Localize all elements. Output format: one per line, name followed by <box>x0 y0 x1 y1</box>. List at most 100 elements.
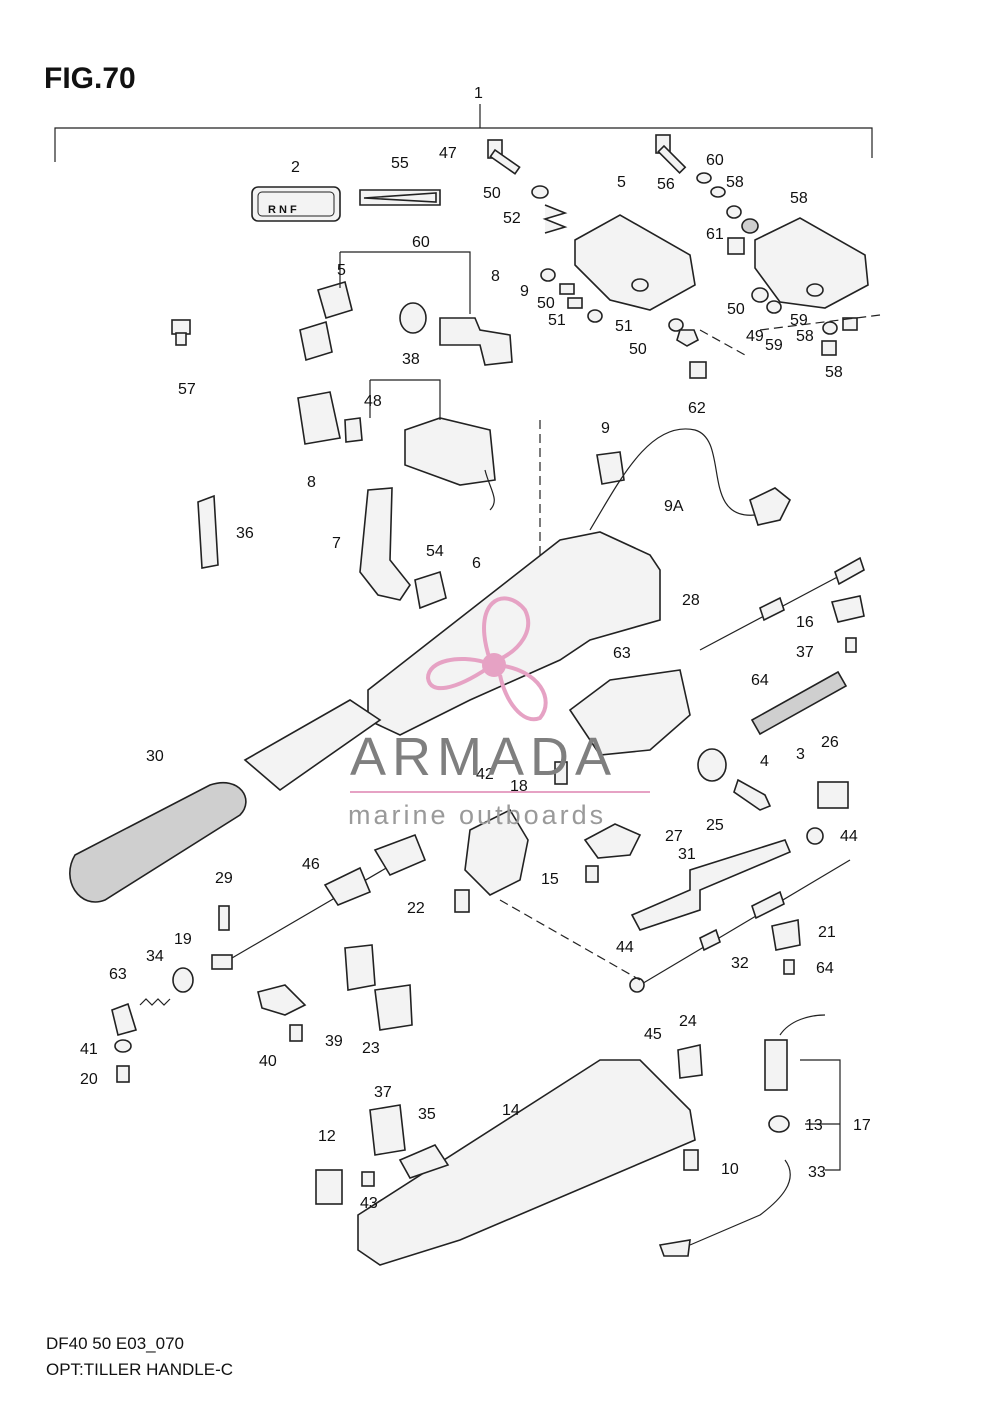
footer-description: OPT:TILLER HANDLE-C <box>46 1360 234 1379</box>
callout-6: 6 <box>472 555 481 572</box>
clamp-28 <box>414 570 447 610</box>
callout-64: 64 <box>751 672 769 689</box>
clip-54 <box>197 494 219 569</box>
figure-title: FIG.70 <box>44 62 136 95</box>
callout-46: 46 <box>302 856 320 873</box>
callout-63: 63 <box>109 966 127 983</box>
footer-model: DF40 50 E03_070 <box>46 1334 184 1353</box>
callout-63: 63 <box>613 645 631 662</box>
callout-32: 32 <box>731 955 749 972</box>
callout-9: 9 <box>601 420 610 437</box>
callout-54: 54 <box>426 543 444 560</box>
callout-47: 47 <box>439 145 457 162</box>
callout-51: 51 <box>548 312 566 329</box>
callout-58: 58 <box>790 190 808 207</box>
callout-28: 28 <box>682 592 700 609</box>
callout-43: 43 <box>360 1195 378 1212</box>
callout-3: 3 <box>796 746 805 763</box>
callout-34: 34 <box>146 948 164 965</box>
throttle-grip <box>69 782 247 903</box>
lower-housing <box>357 1059 696 1266</box>
callout-60: 60 <box>412 234 430 251</box>
callout-39: 39 <box>325 1033 343 1050</box>
tiller-housing <box>367 531 661 736</box>
assembly-bracket <box>54 104 873 162</box>
callout-52: 52 <box>503 210 521 227</box>
screw-38 <box>171 319 191 346</box>
shift-letters: R N F <box>268 204 297 216</box>
callout-33: 33 <box>808 1164 826 1181</box>
callout-36: 36 <box>236 525 254 542</box>
grommet-36 <box>596 451 625 485</box>
rod-19 <box>219 859 401 966</box>
callout-9A: 9A <box>664 498 684 515</box>
callout-49: 49 <box>746 328 764 345</box>
callout-50: 50 <box>537 295 555 312</box>
callout-16: 16 <box>796 614 814 631</box>
bracket-left <box>574 214 696 311</box>
callout-41: 41 <box>80 1041 98 1058</box>
callout-9: 9 <box>520 283 529 300</box>
callout-60: 60 <box>706 152 724 169</box>
callout-58: 58 <box>726 174 744 191</box>
shift-indicator-plate: R N F <box>251 186 341 222</box>
watermark-tagline: marine outboards <box>348 800 607 830</box>
callout-64: 64 <box>816 960 834 977</box>
callout-58: 58 <box>796 328 814 345</box>
callout-8: 8 <box>307 474 316 491</box>
callout-4: 4 <box>760 753 769 770</box>
callout-50: 50 <box>629 341 647 358</box>
callout-40: 40 <box>259 1053 277 1070</box>
callout-35: 35 <box>418 1106 436 1123</box>
callout-2: 2 <box>291 159 300 176</box>
bar-29 <box>630 839 792 931</box>
switch-26 <box>568 669 691 756</box>
harness-7 <box>589 428 756 531</box>
callout-59: 59 <box>790 312 808 329</box>
callout-27: 27 <box>665 828 683 845</box>
callout-44: 44 <box>616 939 634 956</box>
bracket-right <box>754 217 869 309</box>
cover-15 <box>583 823 642 859</box>
callout-59: 59 <box>765 337 783 354</box>
callout-44: 44 <box>840 828 858 845</box>
watermark-logo <box>425 596 548 722</box>
callout-18: 18 <box>510 778 528 795</box>
callout-25: 25 <box>706 817 724 834</box>
callout-19: 19 <box>174 931 192 948</box>
callout-26: 26 <box>821 734 839 751</box>
callout-56: 56 <box>657 176 675 193</box>
callout-17: 17 <box>853 1117 871 1134</box>
callout-24: 24 <box>679 1013 697 1030</box>
callout-14: 14 <box>502 1102 520 1119</box>
callout-10: 10 <box>721 1161 739 1178</box>
callout-48: 48 <box>364 393 382 410</box>
watermark-brand: ARMADA <box>350 727 618 787</box>
cable-34 <box>639 859 851 986</box>
callout-58: 58 <box>825 364 843 381</box>
callout-30: 30 <box>146 748 164 765</box>
watermark-divider <box>350 791 650 793</box>
key-switch-upper <box>299 280 513 366</box>
callout-61: 61 <box>706 226 724 243</box>
key-switch-lower <box>297 391 496 511</box>
bolt-47 <box>487 139 521 175</box>
callout-12: 12 <box>318 1128 336 1145</box>
callout-50: 50 <box>483 185 501 202</box>
plate-25 <box>464 808 529 896</box>
callout-5: 5 <box>337 262 346 279</box>
callout-31: 31 <box>678 846 696 863</box>
callout-13: 13 <box>805 1117 823 1134</box>
callout-57: 57 <box>178 381 196 398</box>
callout-45: 45 <box>644 1026 662 1043</box>
callout-37: 37 <box>796 644 814 661</box>
callout-55: 55 <box>391 155 409 172</box>
callout-20: 20 <box>80 1071 98 1088</box>
callout-1: 1 <box>474 85 483 102</box>
decal <box>359 189 441 206</box>
callout-29: 29 <box>215 870 233 887</box>
spring-4 <box>750 670 848 736</box>
callout-21: 21 <box>818 924 836 941</box>
